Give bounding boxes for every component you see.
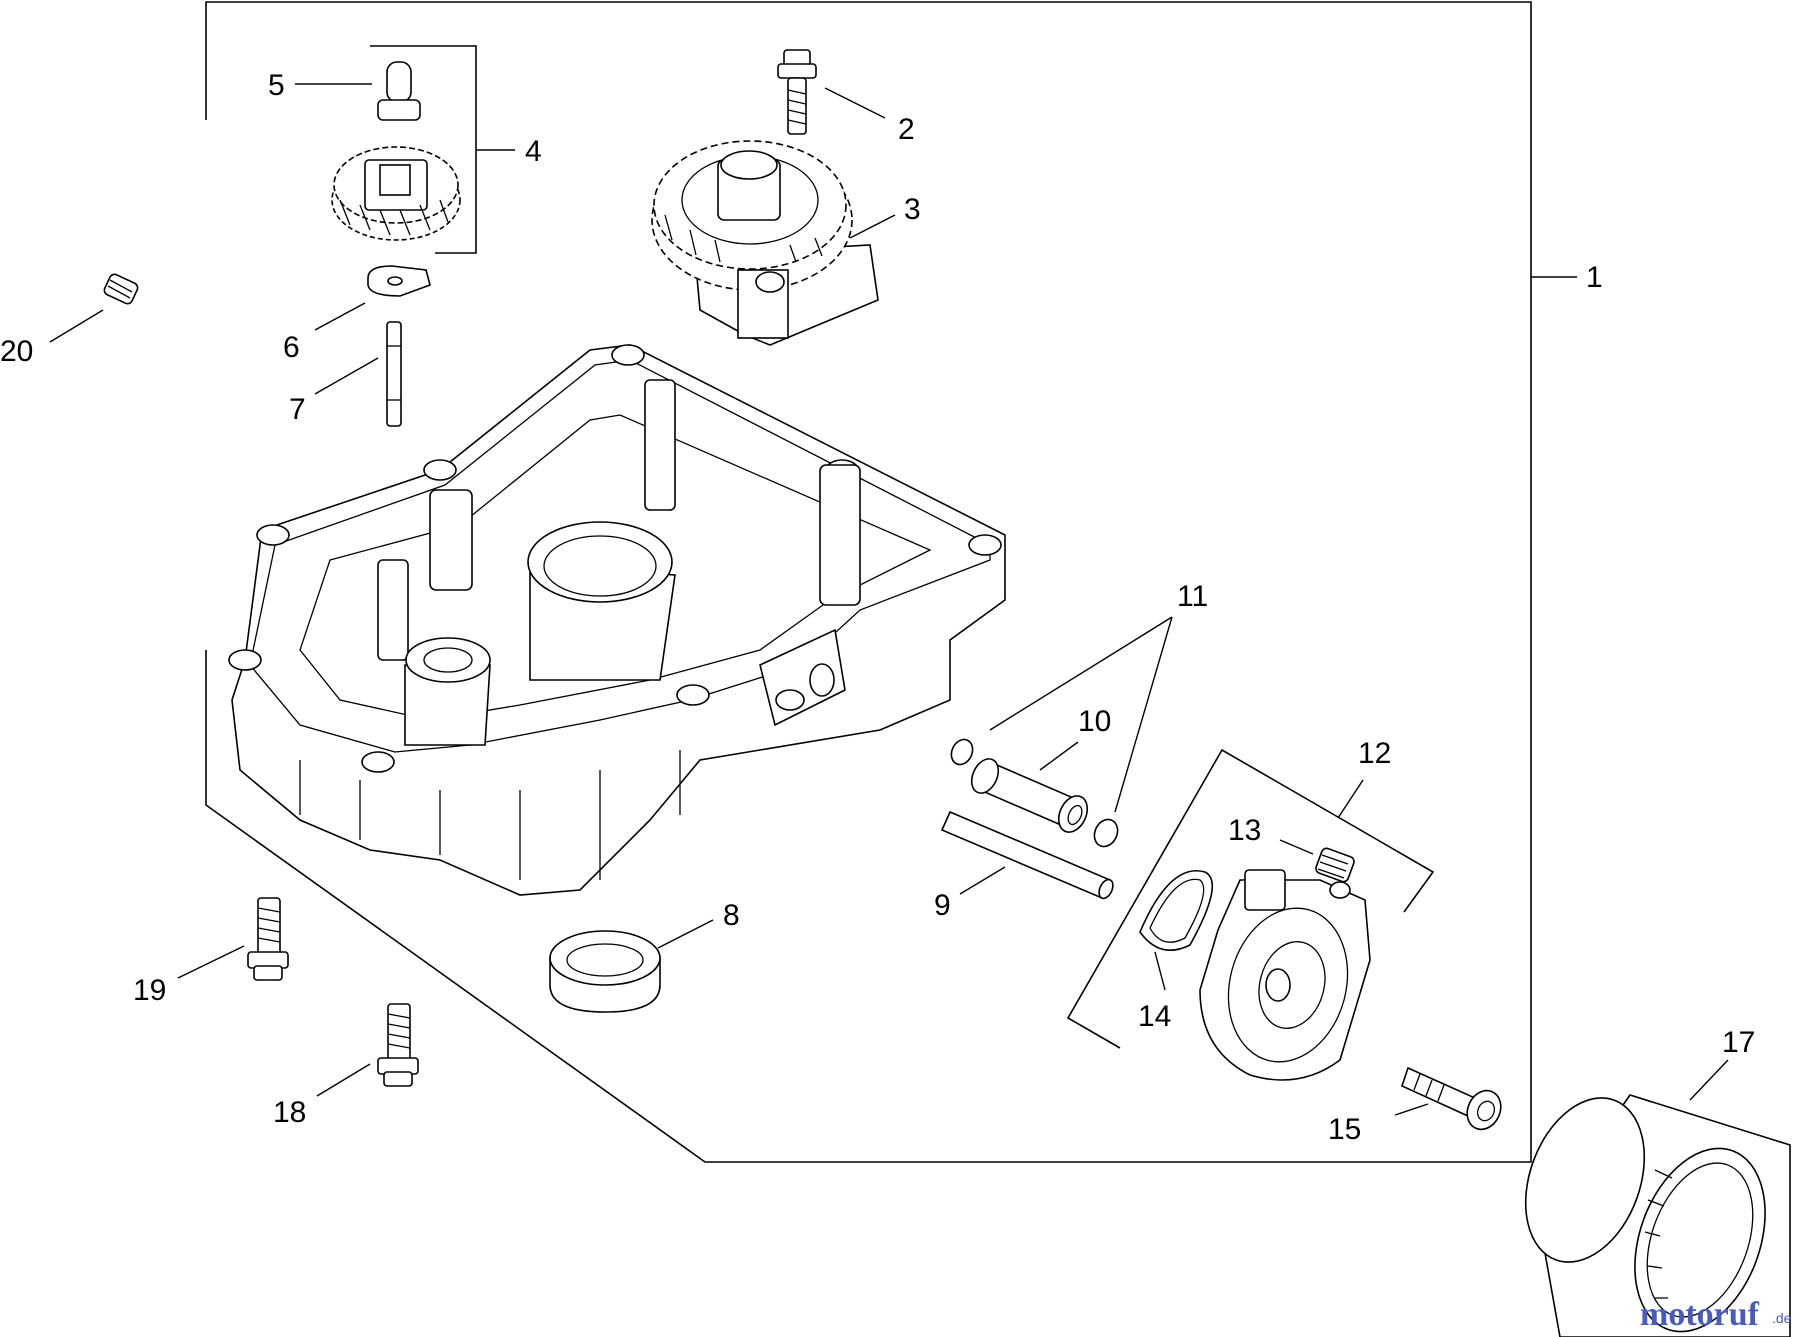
part-14-gasket [1139,870,1213,952]
leader-20 [49,309,104,343]
callout-18: 18 [273,1096,306,1129]
callout-15: 15 [1328,1113,1361,1146]
part-19-bolt [247,897,289,981]
leader-8 [657,919,714,949]
leader-2 [824,87,886,119]
callout-5: 5 [268,69,285,102]
callout-10: 10 [1078,705,1111,738]
leader-15 [1394,1103,1429,1116]
leader-9 [959,866,1006,895]
svg-text:motoruf: motoruf [1640,1296,1760,1333]
part-12-oil-pump [1199,869,1371,1081]
callout-6: 6 [283,331,300,364]
callout-11: 11 [1177,580,1208,613]
callout-7: 7 [289,393,306,426]
part-6-washer [367,265,431,297]
callout-14: 14 [1138,1000,1171,1033]
callout-8: 8 [723,899,740,932]
leader-19 [177,945,245,979]
watermark: motoruf .de [1640,1296,1792,1333]
callout-12: 12 [1358,737,1391,770]
part-8-seal [549,930,661,1013]
part-5-pin [377,61,421,121]
callout-13: 13 [1228,814,1261,847]
part-15-bolt [1401,1066,1502,1131]
watermark-main: motoruf [1640,1296,1760,1333]
oil-pump-subframe [1066,748,1435,1049]
part-2-bolt [777,49,817,135]
part-18-bolt [377,1003,419,1087]
callout-19: 19 [133,974,166,1007]
callout-1: 1 [1586,261,1603,294]
leader-17 [1689,1059,1729,1101]
part-7-shaft [386,321,402,427]
leader-10 [1039,741,1079,771]
callout-20: 20 [0,335,33,368]
part-17-oil-filter [1524,1094,1791,1337]
leader-3 [849,214,896,239]
assembly-frame [205,1,1532,1163]
callout-9: 9 [934,889,951,922]
leader-11b [1114,616,1173,813]
leader-18 [316,1063,371,1097]
part-3-governor-gear [651,140,879,346]
callout-2: 2 [898,113,915,146]
part-11-o-rings [950,738,1119,848]
leader-14 [1154,951,1166,991]
part-1-crankcase [228,344,1006,896]
part-13-plug [1315,847,1355,883]
part-4-gear [331,146,461,241]
part-9-rod [940,810,1114,900]
leader-12 [1337,779,1364,819]
callout-17: 17 [1722,1026,1755,1059]
callout-4: 4 [525,135,542,168]
part-20-plug [103,273,139,305]
part-10-pickup-tube [970,758,1089,833]
leader-11a [989,616,1173,731]
callout-3: 3 [904,193,921,226]
leader-13 [1279,839,1314,855]
leader-6 [314,302,366,331]
watermark-suffix: .de [1772,1310,1792,1326]
leader-7 [314,357,379,395]
